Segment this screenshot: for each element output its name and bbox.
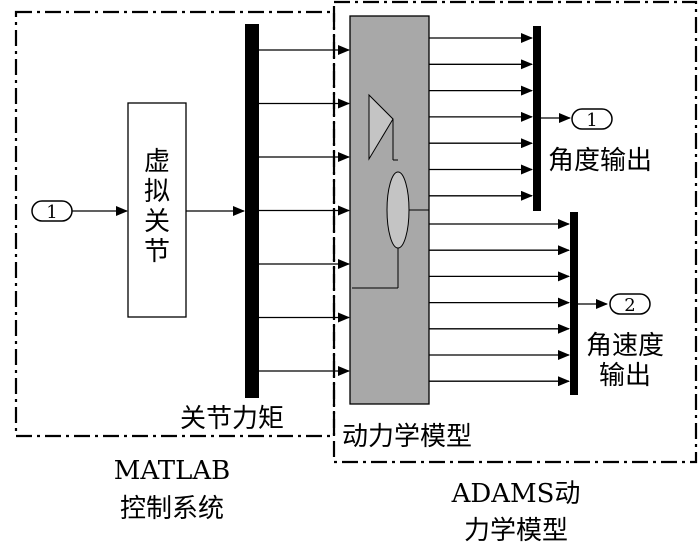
angular-velocity-label-line-0: 角速度 bbox=[586, 331, 664, 361]
input-port-label: 1 bbox=[46, 202, 57, 223]
adams-subsystem-label-line-1: 力学模型 bbox=[464, 516, 568, 546]
adams-block-label: 动力学模型 bbox=[342, 422, 472, 452]
angle-output-port-label: 1 bbox=[586, 110, 597, 131]
angular-velocity-output-port-label: 2 bbox=[624, 295, 635, 316]
virtual-joint-char-2: 关 bbox=[144, 207, 170, 237]
angular-velocity-output-port[interactable]: 2 bbox=[609, 293, 651, 316]
angle-mux-bar[interactable] bbox=[533, 26, 541, 211]
adams-subsystem-frame bbox=[332, 0, 698, 464]
input-port-1[interactable]: 1 bbox=[31, 200, 73, 223]
adams-output-lines bbox=[429, 33, 570, 387]
virtual-joint-char-3: 节 bbox=[144, 237, 170, 267]
matlab-subsystem-label-line-0: MATLAB bbox=[114, 456, 230, 486]
angle-output-label: 角度输出 bbox=[548, 146, 652, 176]
torque-demux-bar[interactable] bbox=[245, 24, 259, 398]
angular-velocity-mux-bar[interactable] bbox=[570, 212, 578, 395]
torque-bus-label: 关节力矩 bbox=[180, 404, 284, 434]
virtual-joint-block[interactable]: 虚 拟 关 节 bbox=[127, 102, 187, 318]
torque-signal-lines bbox=[259, 45, 350, 376]
angle-output-port[interactable]: 1 bbox=[571, 108, 613, 131]
matlab-subsystem-label-line-1: 控制系统 bbox=[120, 494, 224, 524]
adams-subsystem-label-line-0: ADAMS动 bbox=[451, 479, 581, 509]
virtual-joint-char-0: 虚 bbox=[144, 147, 170, 177]
adams-plant-icon bbox=[352, 93, 429, 289]
adams-plant-block[interactable] bbox=[349, 15, 430, 405]
virtual-joint-char-1: 拟 bbox=[144, 177, 170, 207]
angular-velocity-label-line-1: 输出 bbox=[599, 361, 651, 391]
